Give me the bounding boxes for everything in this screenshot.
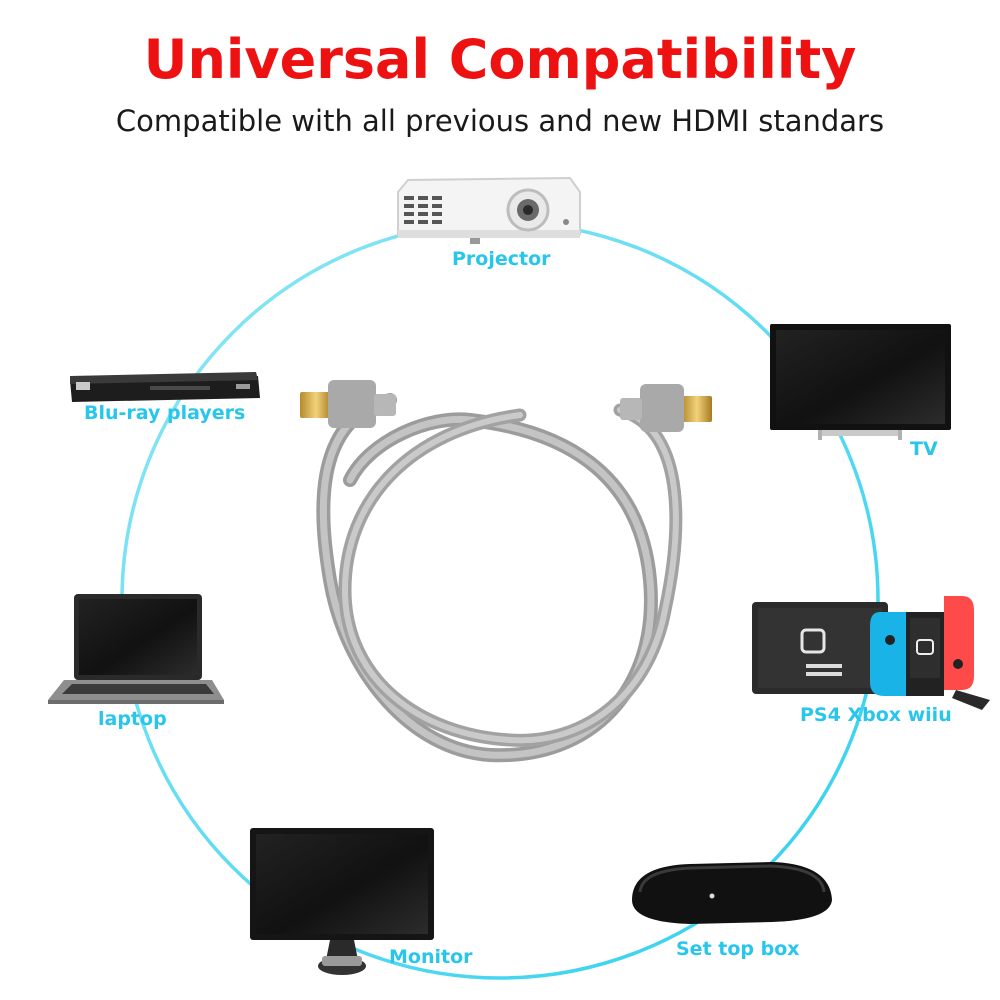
- page-title: Universal Compatibility: [143, 28, 857, 91]
- device-label-consoles: PS4 Xbox wiiu: [800, 704, 952, 726]
- projector-icon: [397, 176, 581, 244]
- game-console-icon: [752, 596, 990, 710]
- device-label-set-top-box: Set top box: [676, 938, 800, 960]
- laptop-icon: [48, 594, 224, 704]
- page-subtitle: Compatible with all previous and new HDM…: [115, 104, 885, 138]
- device-label-tv: TV: [910, 438, 938, 460]
- monitor-icon: [250, 828, 434, 975]
- device-label-laptop: laptop: [98, 708, 167, 730]
- set-top-box-icon: [632, 862, 832, 924]
- tv-icon: [770, 324, 951, 440]
- device-label-projector: Projector: [452, 248, 551, 270]
- hdmi-cable: [300, 380, 712, 763]
- device-label-monitor: Monitor: [389, 946, 473, 968]
- device-label-bluray: Blu-ray players: [84, 402, 246, 424]
- bluray-player-icon: [70, 372, 260, 402]
